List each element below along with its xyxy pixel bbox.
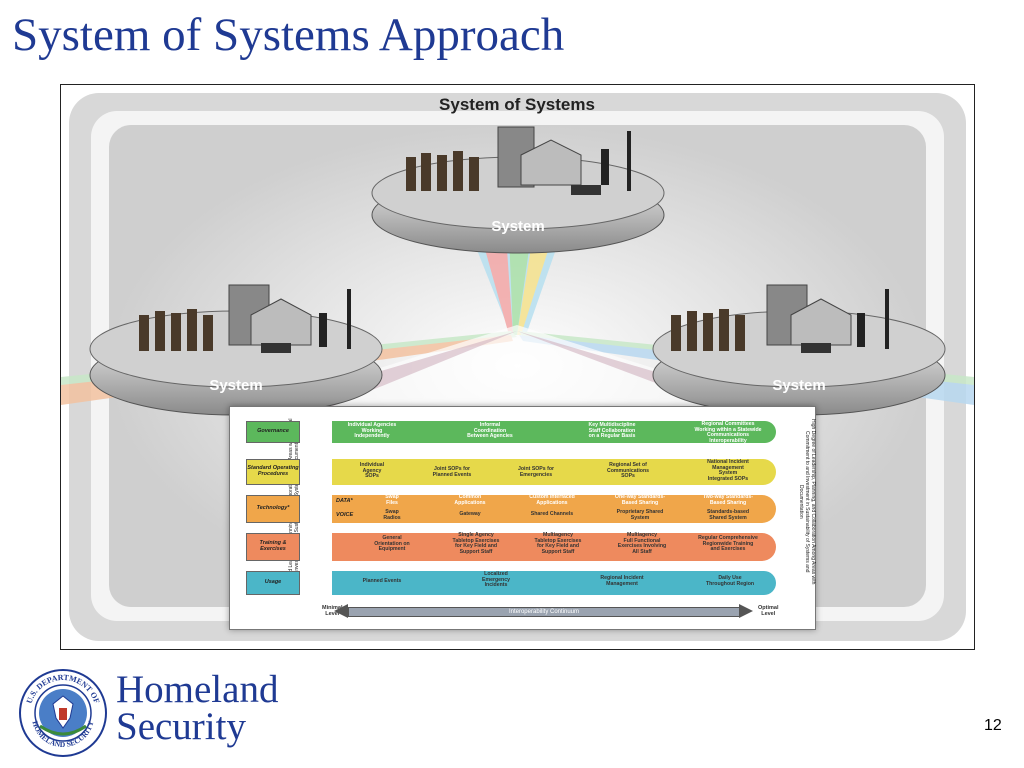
band-label: Training & Exercises	[246, 533, 300, 561]
continuum-axis-label: Interoperability Continuum	[508, 609, 580, 615]
dhs-name-line2: Security	[116, 705, 246, 748]
continuum-arrow-left-icon	[334, 604, 348, 618]
band-label: Technology*	[246, 495, 300, 523]
tech-data-label: DATA*	[336, 498, 353, 504]
band-cell: Multiagency Full Functional Exercises In…	[617, 532, 667, 556]
band-stripe	[332, 533, 776, 561]
band-cell: Shared Channels	[530, 511, 574, 517]
band-cell: One-way Standards- Based Sharing	[614, 494, 666, 506]
band-cell: Custom Interfaced Applications	[529, 494, 575, 506]
band-cell: Individual Agencies Working Independentl…	[347, 422, 397, 440]
system-label-right: System	[772, 377, 825, 394]
band-technology: Technology* DATA* VOICE Swap Files Commo…	[242, 494, 798, 523]
tech-voice-label: VOICE	[336, 512, 354, 518]
band-cell: Swap Radios	[383, 509, 401, 521]
band-cell: Common Applications	[454, 494, 486, 506]
figure-title: System of Systems	[439, 95, 595, 114]
band-cell: Regional Committees Working within a Sta…	[694, 421, 762, 450]
band-cell: Daily Use Throughout Region	[705, 575, 755, 587]
minimal-level-label: Minimal Level	[322, 605, 343, 618]
band-standard-operating-procedures: Standard Operating Procedures Individual…	[242, 459, 798, 485]
band-stripe	[332, 571, 776, 595]
band-stripe	[332, 495, 776, 523]
left-system: System	[89, 284, 383, 416]
continuum-bar: Interoperability Continuum	[348, 607, 740, 617]
band-stripe	[332, 421, 776, 443]
band-stripe	[332, 459, 776, 485]
page-number: 12	[984, 717, 1002, 734]
continuum-arrow-right-icon	[739, 604, 753, 618]
band-cell: Key Multidiscipline Staff Collaboration …	[588, 422, 636, 440]
band-cell: Joint SOPs for Emergencies	[517, 466, 555, 478]
band-cell: Individual Agency SOPs	[359, 462, 385, 480]
band-label: Standard Operating Procedures	[246, 459, 300, 485]
system-label-left: System	[209, 377, 262, 394]
band-cell: Regular Comprehensive Regionwide Trainin…	[698, 535, 758, 553]
band-cell: General Orientation on Equipment	[374, 535, 410, 553]
dhs-seal-icon: U.S. DEPARTMENT OF HOMELAND SECURITY	[19, 669, 107, 757]
band-cell: Regional Set of Communications SOPs	[606, 462, 650, 480]
band-cell: Standards-based Shared System	[706, 509, 750, 521]
band-cell: Regional Incident Management	[600, 575, 644, 587]
right-system: System	[652, 284, 946, 416]
system-label-top: System	[491, 218, 544, 235]
top-system: System	[371, 126, 665, 254]
band-usage: Usage Planned Events Localized Emergency…	[242, 571, 798, 595]
band-governance: Governance Individual Agencies Working I…	[242, 421, 798, 450]
slide-title: System of Systems Approach	[12, 9, 565, 61]
band-cell: Joint SOPs for Planned Events	[432, 466, 472, 478]
band-cell: Localized Emergency Incidents	[482, 571, 510, 589]
band-cell: National Incident Management System Inte…	[707, 459, 749, 483]
system-of-systems-figure: System of Systems System	[60, 84, 975, 650]
continuum-right-side-text: High Degree of Leadership, Planning, and…	[798, 419, 816, 585]
optimal-level-label: Optimal Level	[758, 605, 779, 618]
band-cell: Single Agency Tabletop Exercises for Key…	[452, 532, 500, 556]
band-cell: Informal Coordination Between Agencies	[467, 422, 513, 440]
band-cell: Planned Events	[362, 578, 402, 584]
dhs-name-line1: Homeland	[116, 668, 279, 711]
band-cell: Proprietary Shared System	[616, 509, 664, 521]
band-cell: Gateway	[459, 511, 481, 517]
band-training-exercises: Training & Exercises General Orientation…	[242, 532, 798, 561]
band-cell: Two-way Standards- Based Sharing	[702, 494, 754, 506]
band-cell: Swap Files	[385, 494, 399, 506]
band-cell: Multiagency Tabletop Exercises for Key F…	[534, 532, 582, 556]
band-label: Governance	[246, 421, 300, 443]
interoperability-continuum: Limited Leadership, Planning, and Collab…	[229, 406, 816, 630]
band-label: Usage	[246, 571, 300, 595]
